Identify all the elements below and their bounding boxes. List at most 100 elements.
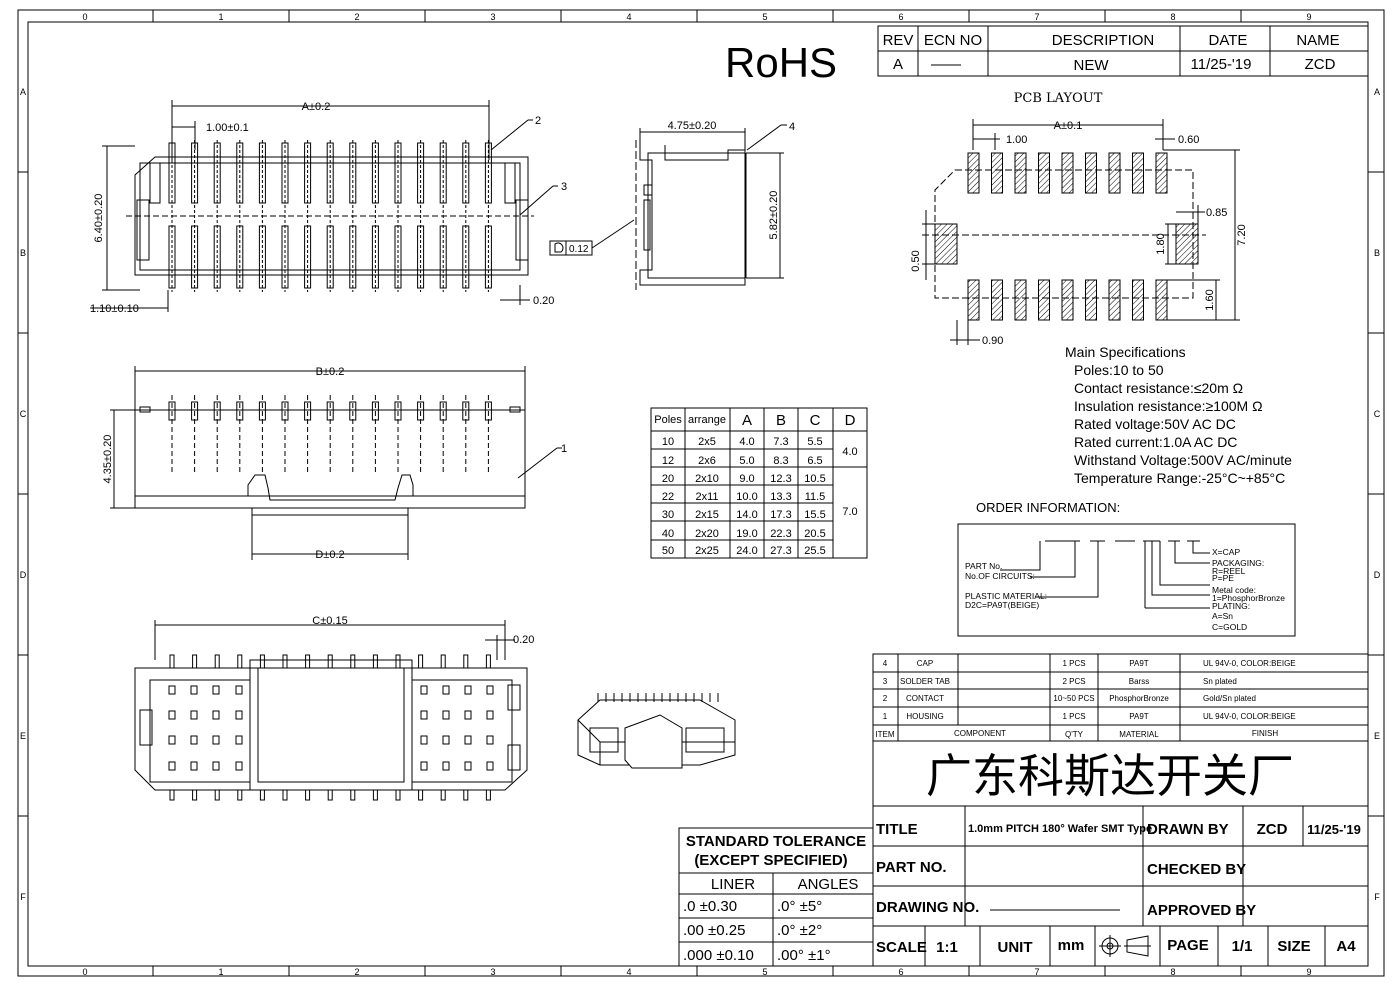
spec-line: Rated voltage:50V AC DC <box>1074 416 1236 432</box>
angles-header: ANGLES <box>798 876 859 893</box>
poles-cell: 14.0 <box>736 509 757 521</box>
dim-front-b: B±0.2 <box>316 366 345 378</box>
bottom-pin-top <box>305 654 311 669</box>
poles-cell: 12 <box>662 455 674 467</box>
pcb-pad-lower <box>1155 279 1168 321</box>
order-metal-value: 1=PhosphorBronze <box>1212 593 1285 603</box>
bottom-pin-bottom <box>192 789 198 801</box>
grid-row-a-right: A <box>1374 87 1380 97</box>
bom-cell: 1 PCS <box>1062 712 1085 721</box>
dim-front-h: 4.35±0.20 <box>102 435 114 484</box>
dim-pitch: 1.00±0.1 <box>206 122 249 134</box>
poles-cell: 6.5 <box>807 455 822 467</box>
pcb-dim-a: A±0.1 <box>1054 120 1083 132</box>
order-plastic: PLASTIC MATERIAL: <box>965 591 1047 601</box>
name-value: ZCD <box>1305 56 1336 73</box>
grid-row-d-right: D <box>1374 570 1381 580</box>
size-value: A4 <box>1336 938 1356 955</box>
poles-cell: 30 <box>662 509 674 521</box>
liner-row-2: .00 ±0.25 <box>683 922 745 939</box>
dim-side-h: 5.82±0.20 <box>768 191 780 240</box>
bottom-pin-top <box>485 654 491 669</box>
drawn-date: 11/25-'19 <box>1307 822 1361 837</box>
bottom-contact <box>235 685 243 695</box>
order-packaging: PACKAGING: <box>1212 558 1264 568</box>
unit-label: UNIT <box>998 939 1033 956</box>
poles-cell: 13.3 <box>770 491 791 503</box>
dim-front-d: D±0.2 <box>315 549 344 561</box>
pcb-pad-lower <box>1061 279 1074 321</box>
dim-020-top: 0.20 <box>533 295 554 307</box>
bottom-pin-top <box>372 654 378 669</box>
b-header: B <box>776 412 786 429</box>
poles-cell: 40 <box>662 528 674 540</box>
dim-020-bottom: 0.20 <box>513 634 534 646</box>
poles-cell: 50 <box>662 545 674 557</box>
spec-line: Withstand Voltage:500V AC/minute <box>1074 452 1292 468</box>
bom-qty-header: Q'TY <box>1065 730 1084 739</box>
bottom-pin-bottom <box>169 789 175 801</box>
bom-cell: 2 <box>883 694 888 703</box>
bottom-pin-top <box>214 654 220 669</box>
bottom-pin-top <box>440 654 446 669</box>
bom-cell: PA9T <box>1129 659 1149 668</box>
bottom-pin-bottom <box>237 789 243 801</box>
pcb-pad-lower <box>991 279 1003 321</box>
dim-side-w: 4.75±0.20 <box>668 120 717 132</box>
bottom-pin-bottom <box>418 789 424 801</box>
bottom-contact <box>235 710 243 720</box>
scale-value: 1:1 <box>936 939 958 956</box>
dim-top-a: A±0.2 <box>302 101 331 113</box>
pcb-solder-tab-left <box>934 223 958 265</box>
checked-by-label: CHECKED BY <box>1147 861 1246 878</box>
poles-cell: 27.3 <box>770 545 791 557</box>
bottom-contact <box>442 735 450 745</box>
grid-col-6-bottom: 6 <box>898 967 903 977</box>
spec-line: Insulation resistance:≥100M Ω <box>1074 398 1263 414</box>
bottom-contact <box>464 685 472 695</box>
bottom-contact <box>464 761 472 771</box>
bottom-contact <box>464 735 472 745</box>
bottom-pin-top <box>327 654 333 669</box>
bom-finish-header: FINISH <box>1252 729 1278 738</box>
bottom-pin-top <box>259 654 265 669</box>
poles-cell: 7.3 <box>773 436 788 448</box>
pcb-pad-upper <box>1038 152 1050 194</box>
bottom-contact <box>190 710 198 720</box>
poles-cell: 5.0 <box>739 455 754 467</box>
pcb-pad-lower <box>1132 279 1144 321</box>
order-plastic-value: D2C=PA9T(BEIGE) <box>965 600 1039 610</box>
poles-cell: 12.3 <box>770 473 791 485</box>
bottom-pin-top <box>395 654 401 669</box>
bottom-contact <box>235 761 243 771</box>
bom-cell: CAP <box>917 659 933 668</box>
order-circuits: No.OF CIRCUITS: <box>965 571 1035 581</box>
pcb-dim-180: 1.80 <box>1155 233 1167 254</box>
grid-col-9-bottom: 9 <box>1306 967 1311 977</box>
iso-view <box>577 693 736 769</box>
size-label: SIZE <box>1277 938 1310 955</box>
bom-cell: 4 <box>883 659 888 668</box>
angles-row-1: .0° ±5° <box>777 898 822 915</box>
bottom-pin-top <box>192 654 198 669</box>
grid-col-3: 3 <box>490 12 495 22</box>
bottom-pin-bottom <box>327 789 333 801</box>
bottom-contact <box>442 710 450 720</box>
poles-cell: 2x6 <box>698 455 716 467</box>
poles-cell: 4.0 <box>739 436 754 448</box>
callout-2: 2 <box>535 115 541 127</box>
bottom-pin-group <box>168 654 494 801</box>
drawn-by-value: ZCD <box>1257 821 1288 838</box>
pcb-pad-upper <box>1108 152 1121 194</box>
grid-col-2: 2 <box>354 12 359 22</box>
bom-cell: UL 94V-0, COLOR:BEIGE <box>1203 659 1296 668</box>
grid-row-f-right: F <box>1374 892 1380 902</box>
name-header: NAME <box>1296 32 1339 49</box>
order-gold: C=GOLD <box>1212 622 1247 632</box>
bottom-contact <box>486 735 494 745</box>
grid-ticks <box>18 10 1384 976</box>
bottom-contact <box>190 735 198 745</box>
pcb-title: PCB LAYOUT <box>1014 91 1103 106</box>
poles-cell: 2x10 <box>695 473 719 485</box>
